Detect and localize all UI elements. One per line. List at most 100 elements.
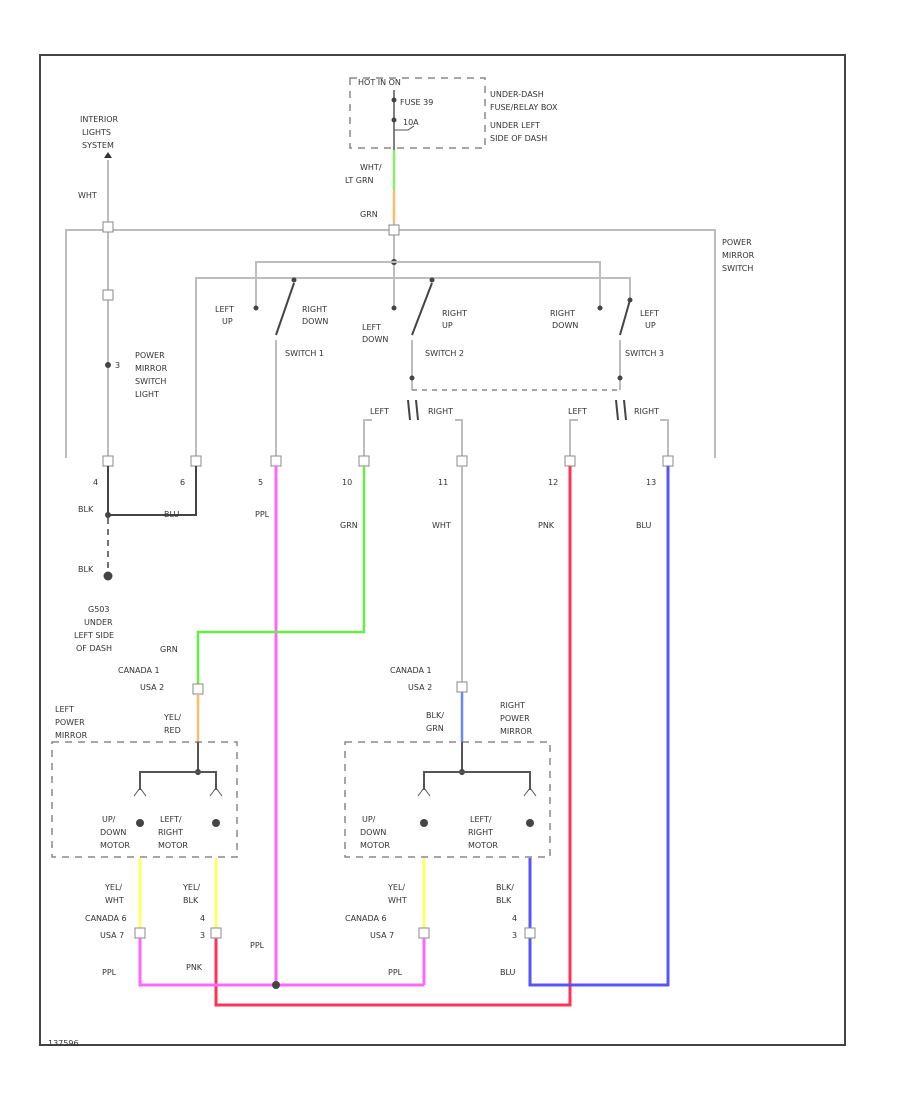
right-motor1-terminal-icon — [417, 787, 431, 797]
feed-bus — [255, 261, 601, 310]
left-motor-feed — [139, 771, 217, 790]
left-mirror-outline — [51, 741, 238, 858]
switch-light-line-2: MIRROR — [135, 364, 168, 373]
switch-light-line-3: SWITCH — [135, 377, 166, 386]
bottom-pnk: PNK — [186, 963, 203, 972]
sw2-label: SWITCH 2 — [425, 349, 464, 358]
blu-wire — [528, 466, 670, 987]
right-in-connector — [456, 681, 468, 693]
sw3-common-node — [597, 305, 603, 311]
left-motor2-terminal-icon — [209, 787, 223, 797]
left-motor1-line-1: UP/ — [102, 815, 116, 824]
sw2-common-node — [391, 305, 397, 311]
left-pin3: 3 — [200, 931, 205, 940]
ground-line-1: G503 — [88, 605, 109, 614]
ground-point — [103, 571, 113, 581]
left-in-color: GRN — [160, 645, 178, 654]
left-out1-connector — [134, 927, 146, 939]
right-title-3: MIRROR — [500, 727, 533, 736]
right-splice-color-2: GRN — [426, 724, 444, 733]
sw2-left-line-1: LEFT — [362, 323, 381, 332]
sw1-right-line-2: DOWN — [302, 317, 328, 326]
interior-line-1: INTERIOR — [80, 115, 119, 124]
bottom-blu: BLU — [500, 968, 516, 977]
right-usa: USA 2 — [408, 683, 432, 692]
sw2-left-line-2: DOWN — [362, 335, 388, 344]
right-motor-feed — [423, 771, 531, 790]
wire-ppl: PPL — [255, 510, 270, 519]
wire-wht: WHT — [432, 521, 451, 530]
sw2-ground-node — [429, 277, 435, 283]
switch-2-blade — [411, 282, 433, 336]
wire-blk-2: BLK — [78, 565, 94, 574]
right-out1-connector — [418, 927, 430, 939]
right-usa-out: USA 7 — [370, 931, 394, 940]
left-canada: CANADA 1 — [118, 666, 160, 675]
switch-light-line-4: LIGHT — [135, 390, 159, 399]
fuse-arrow — [394, 125, 415, 131]
left-motor1-line-3: MOTOR — [100, 841, 130, 850]
switch-title-line-2: MIRROR — [722, 251, 755, 260]
feed-color-2: LT GRN — [345, 176, 374, 185]
sw2-right-line-2: UP — [442, 321, 453, 330]
connector-pin-10 — [358, 455, 370, 467]
left-out2-connector — [210, 927, 222, 939]
ground-line-4: OF DASH — [76, 644, 112, 653]
sw1-left-line-1: LEFT — [215, 305, 234, 314]
connector-pin-6 — [190, 455, 202, 467]
right-motor2-line-1: LEFT/ — [470, 815, 492, 824]
pin-12-label: 12 — [548, 478, 558, 487]
ground-line-3: LEFT SIDE — [74, 631, 114, 640]
right-title-2: POWER — [500, 714, 530, 723]
right-motor1-line-2: DOWN — [360, 828, 386, 837]
switch-light-node — [105, 362, 111, 368]
fuse-label: FUSE 39 — [400, 98, 433, 107]
right-motor2-terminal-icon — [523, 787, 537, 797]
sw1-common-node — [253, 305, 259, 311]
switch-light-line-1: POWER — [135, 351, 165, 360]
grn-wire — [196, 466, 366, 690]
right-splice-color-1: BLK/ — [426, 711, 444, 720]
diagram-frame — [39, 54, 846, 1046]
right-out2-connector — [524, 927, 536, 939]
wire-pnk: PNK — [538, 521, 555, 530]
selector-left-2 — [569, 419, 578, 458]
left-canada-out: CANADA 6 — [85, 914, 127, 923]
sw1-ground-node — [291, 277, 297, 283]
selector-right-2 — [660, 419, 669, 458]
connector-pin-11 — [456, 455, 468, 467]
sel2-right-tag: RIGHT — [634, 407, 659, 416]
interior-line-2: LIGHTS — [82, 128, 111, 137]
left-pin4: 4 — [200, 914, 205, 923]
footer-code: 137596 — [48, 1039, 79, 1048]
connector-pin-5 — [270, 455, 282, 467]
fuse-box-line-1: UNDER-DASH — [490, 90, 544, 99]
sw3-label: SWITCH 3 — [625, 349, 664, 358]
interior-line-3: SYSTEM — [82, 141, 114, 150]
connector-pin-13 — [662, 455, 674, 467]
selector-right-1 — [455, 419, 463, 458]
fuse-amp-label: 10A — [403, 118, 419, 127]
right-out1-line-2: WHT — [388, 896, 407, 905]
switch-light-pin: 3 — [115, 361, 120, 370]
left-out1-line-1: YEL/ — [104, 883, 122, 892]
pin-4-label: 4 — [93, 478, 98, 487]
right-motor1-line-1: UP/ — [362, 815, 376, 824]
left-motor1-line-2: DOWN — [100, 828, 126, 837]
ground-bus — [195, 277, 631, 458]
bottom-ppl-mid: PPL — [250, 941, 265, 950]
selector-contacts-1 — [407, 399, 419, 421]
left-motor1-node — [136, 819, 144, 827]
right-out1-line-1: YEL/ — [387, 883, 405, 892]
right-motor2-line-3: MOTOR — [468, 841, 498, 850]
left-title-2: POWER — [55, 718, 85, 727]
bottom-ppl-left: PPL — [102, 968, 117, 977]
left-motor1-terminal-icon — [133, 787, 147, 797]
wire-blk-1: BLK — [78, 505, 94, 514]
left-motor2-line-1: LEFT/ — [160, 815, 182, 824]
gang-node-right — [617, 375, 623, 381]
left-in-connector — [192, 683, 204, 695]
sw3-right-line-2: UP — [645, 321, 656, 330]
